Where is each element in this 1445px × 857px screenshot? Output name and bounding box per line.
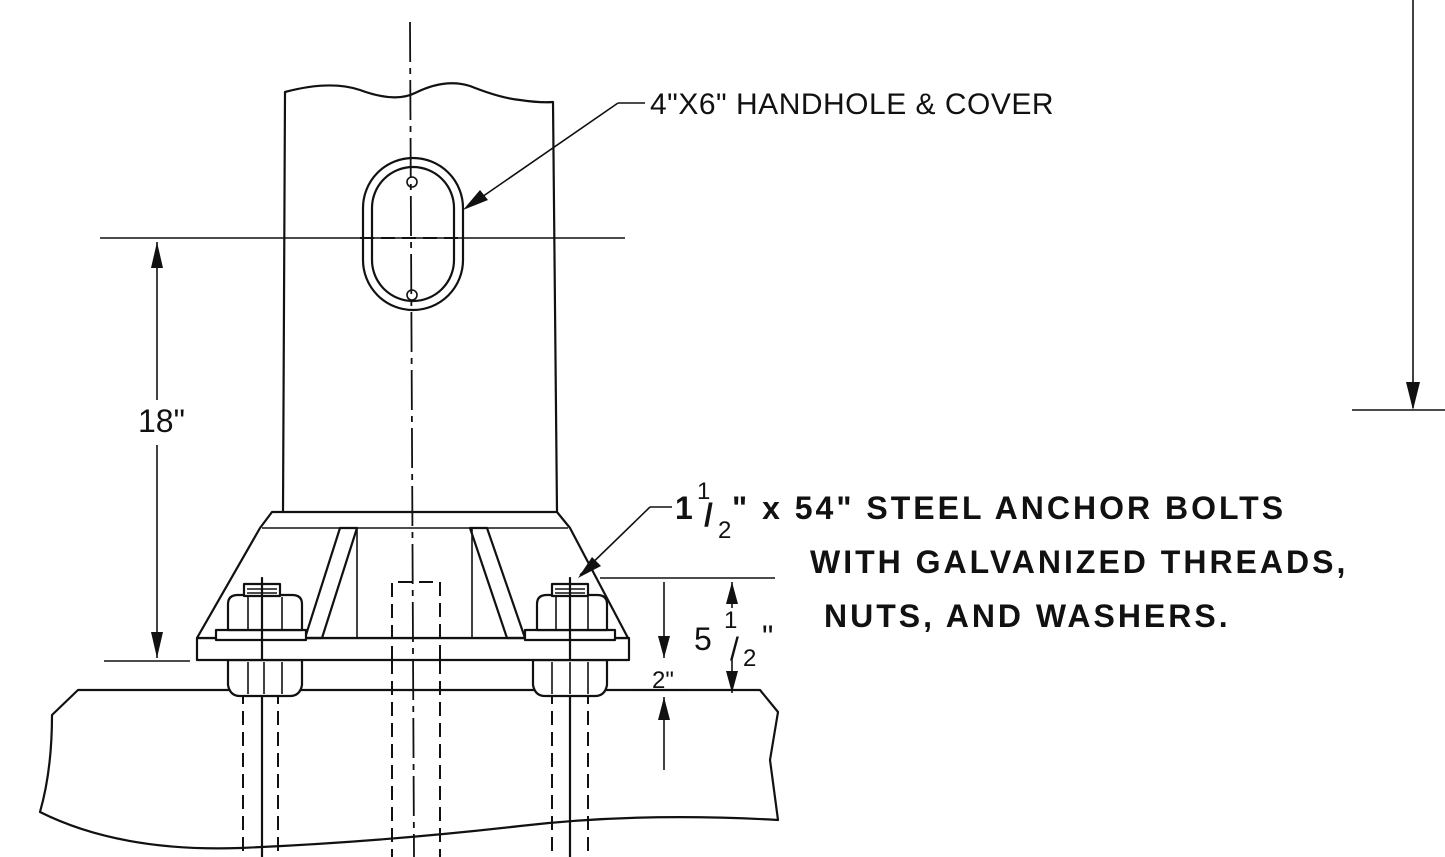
anchor-bolt-size-den: 2 [718, 517, 731, 544]
right-edge-dimension [1352, 0, 1445, 411]
anchor-bolt-size-slash: / [704, 497, 716, 533]
gussets [303, 526, 527, 640]
embedded-anchor-bolts [242, 660, 589, 857]
anchor-bolt-callout-line3: NUTS, AND WASHERS. [824, 598, 1231, 634]
anchor-bolt-leader [578, 506, 672, 578]
handhole-callout: 4"X6" HANDHOLE & COVER [650, 88, 1054, 121]
dimension-18-label: 18" [138, 403, 185, 439]
dimension-5-half-num: 1 [724, 607, 737, 634]
dimension-5-half-whole: 5 [694, 621, 712, 657]
dimension-2 [630, 689, 690, 770]
anchor-bolt-size-whole: 1 [675, 490, 696, 526]
dimension-5-half-inch: " [762, 619, 773, 655]
dimension-18 [151, 242, 163, 658]
leveling-nuts [226, 658, 609, 698]
anchor-bolt-callout-line2: WITH GALVANIZED THREADS, [810, 544, 1348, 580]
anchor-bolt-size-num: 1 [697, 478, 710, 505]
dimension-5-half-slash: / [730, 631, 739, 667]
concrete-foundation [38, 688, 780, 850]
handhole-leader [463, 102, 645, 210]
handhole-cover [361, 156, 465, 312]
pole-shaft [281, 82, 559, 514]
dimension-2-label: 2" [652, 667, 674, 694]
dimension-5-half-den: 2 [743, 645, 756, 672]
anchor-bolt-callout-line1: " x 54" STEEL ANCHOR BOLTS [732, 490, 1286, 526]
top-nuts-left [214, 576, 308, 662]
top-nuts-right [523, 576, 617, 662]
pole-centerline [409, 21, 415, 857]
dimension-5-half [600, 577, 775, 693]
